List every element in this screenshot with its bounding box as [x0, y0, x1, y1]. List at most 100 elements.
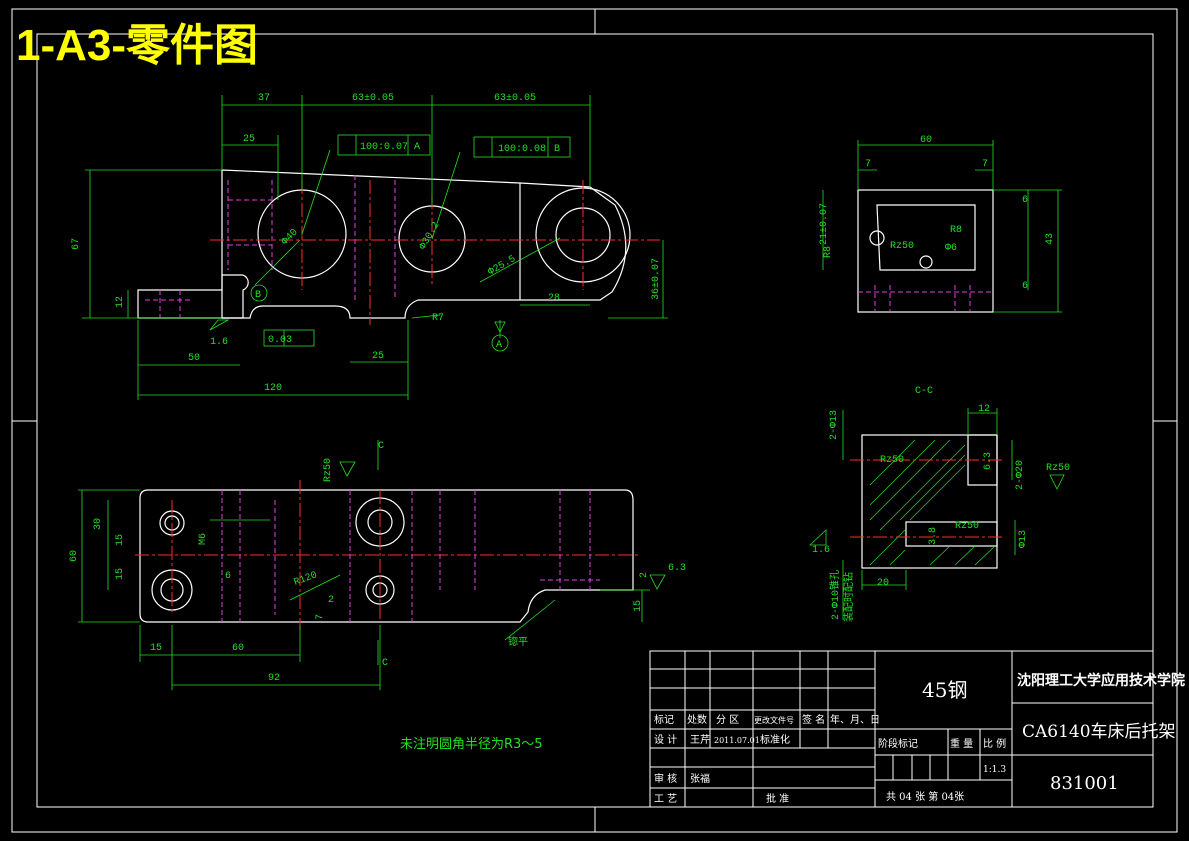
bore1-label: Φ40 [280, 227, 301, 248]
plan-7: 7 [315, 614, 326, 620]
dim-25: 25 [243, 134, 255, 145]
side-43: 43 [1045, 233, 1056, 245]
sheet-count: 共 04 张 第 04张 [886, 790, 964, 803]
section-outline [861, 434, 998, 569]
cc-6-3: 6.3 [983, 452, 994, 470]
tol-b: 100:0.08 [498, 144, 546, 155]
cc-phi13: Φ13 [1018, 530, 1029, 548]
bore2-label: Φ30.2 [418, 221, 443, 252]
row-approve: 批 准 [766, 792, 789, 805]
dim-37: 37 [258, 93, 270, 104]
cc-20: 20 [877, 578, 889, 589]
sheet-title: 1-A3-零件图 [16, 21, 258, 70]
plan-2: 2 [328, 595, 334, 606]
dim-67: 67 [71, 238, 82, 250]
cc-2phi20: 2-Φ20 [1015, 460, 1026, 490]
side-phi6: Φ6 [945, 243, 957, 254]
side-21: 21±0.07 [819, 203, 830, 245]
row-standard: 标准化 [760, 733, 790, 746]
dim-50: 50 [188, 353, 200, 364]
dim-120: 120 [264, 383, 282, 394]
reviewer: 张福 [690, 772, 710, 785]
front-view: 37 63±0.05 63±0.05 25 100:0.07 A 100:0.0… [71, 93, 668, 400]
plan-92: 92 [268, 673, 280, 684]
side-r8a: R8 [950, 225, 962, 236]
inner-border [36, 33, 1154, 808]
dim-r7: R7 [432, 313, 444, 324]
side-6a: 6 [1022, 195, 1028, 206]
row-design: 设 计 [654, 733, 677, 746]
plan-6-3: 6.3 [668, 563, 686, 574]
dim-25b: 25 [372, 351, 384, 362]
plan-2b: 2 [639, 572, 650, 578]
hdr-doc: 更改文件号 [754, 715, 794, 725]
dim-12: 12 [115, 296, 126, 308]
cut-c-bottom: C [382, 658, 388, 669]
plan-15c: 15 [150, 643, 162, 654]
cc-1-6: 1.6 [812, 545, 830, 556]
side-outline [857, 189, 994, 313]
tol-b-ref: B [554, 144, 560, 155]
cc-2phi13: 2-Φ13 [829, 410, 840, 440]
cc-rz50b: Rz50 [880, 455, 904, 466]
datum-b: B [255, 290, 261, 301]
cc-rz50a: Rz50 [1046, 463, 1070, 474]
material: 45钢 [922, 678, 967, 702]
school: 沈阳理工大学应用技术学院 [1017, 672, 1185, 689]
side-r8b: R8 [823, 246, 834, 258]
bore3-label: Φ25.5 [487, 254, 518, 279]
design-date: 2011.07.01 [714, 736, 760, 745]
plan-15b: 15 [115, 568, 126, 580]
tol-a-ref: A [414, 142, 420, 153]
plan-6: 6 [225, 571, 231, 582]
plan-outline [139, 489, 634, 623]
hdr-zone: 分 区 [716, 714, 739, 726]
cut-c-top: C [378, 441, 384, 452]
cc-rz50c: Rz50 [955, 521, 979, 532]
cc-holes: 2-Φ10锥孔 [829, 570, 842, 620]
hdr-mark: 标记 [654, 714, 674, 726]
title-block: 45钢 沈阳理工大学应用技术学院 CA6140车床后托架 831001 标记 处… [649, 650, 1185, 808]
part-name: CA6140车床后托架 [1022, 722, 1176, 742]
row-process: 工 艺 [654, 793, 677, 805]
side-6b: 6 [1022, 281, 1028, 292]
plan-60h: 60 [232, 643, 244, 654]
row-review: 审 核 [654, 772, 677, 785]
hdr-weight: 重 量 [950, 737, 973, 750]
plan-r120: R120 [293, 570, 319, 589]
hdr-sign: 签 名 [802, 713, 825, 726]
side-60: 60 [920, 135, 932, 146]
plan-15r: 15 [633, 600, 644, 612]
front-outline [221, 169, 627, 319]
outer-border [11, 8, 1178, 833]
section-cc: C-C 12 2-Φ13 2-Φ20 6.3 Rz50 Rz50 Rz50 Φ1… [808, 386, 1070, 622]
cc-3-8: 3.8 [928, 527, 939, 545]
front-foot [137, 274, 249, 319]
side-7a: 7 [865, 159, 871, 170]
hdr-count: 处数 [687, 713, 707, 726]
cc-12: 12 [978, 404, 990, 415]
dim-36: 36±0.07 [651, 258, 662, 300]
dim-1-6: 1.6 [210, 337, 228, 348]
dim-63b: 63±0.05 [494, 93, 536, 104]
side-rz50: Rz50 [890, 241, 914, 252]
plan-30: 30 [93, 518, 104, 530]
side-view: 60 7 7 6 6 43 21±0.07 R8 R8 Rz50 Φ6 [819, 135, 1062, 313]
plan-spotface: 锪平 [508, 635, 528, 649]
hdr-stage: 阶段标记 [878, 737, 918, 750]
designer: 王芹 [690, 734, 710, 746]
hdr-date: 年、月、日 [830, 713, 880, 726]
cc-holes-note: 装配时配钻 [842, 572, 856, 622]
flatness: 0.03 [268, 335, 292, 346]
datum-a: A [496, 340, 502, 351]
drawing-number: 831001 [1050, 773, 1119, 794]
section-label: C-C [915, 386, 933, 397]
plan-m6: M6 [198, 533, 209, 545]
dim-28: 28 [548, 293, 560, 304]
tol-a: 100:0.07 [360, 142, 408, 153]
hdr-scale: 比 例 [983, 737, 1006, 750]
dim-63a: 63±0.05 [352, 93, 394, 104]
plan-view: 30 15 15 60 15 60 92 6 R120 2 7 2 15 6.3… [69, 440, 686, 690]
side-7b: 7 [982, 159, 988, 170]
